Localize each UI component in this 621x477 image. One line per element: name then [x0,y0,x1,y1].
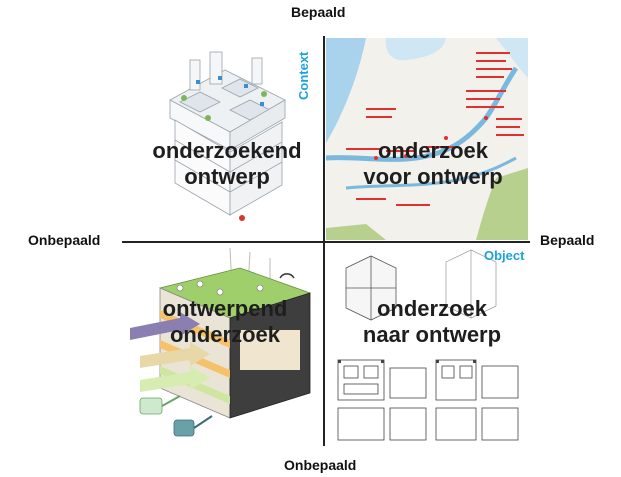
axis-label-bottom: Onbepaald [284,457,357,473]
context-tag: Context [296,51,311,100]
quadrant-title-bottom-right: onderzoek naar ontwerp [352,296,512,348]
quadrant-title-line: onderzoek [169,322,281,347]
green-building-cutaway-illustration [130,248,312,437]
quadrant-image-top-right [326,38,528,240]
quadrant-title-bottom-left: ontwerpend onderzoek [150,296,300,348]
river-map-illustration [326,38,528,240]
quadrant-title-line: onderzoekend [152,138,302,163]
quadrant-image-top-left [160,40,290,235]
axis-label-left: Onbepaald [28,232,101,248]
axis-label-top: Bepaald [291,4,346,20]
quadrant-title-line: onderzoek [376,296,488,321]
architectural-drawings-illustration [337,249,519,441]
urban-axonometric-illustration [169,51,286,221]
quadrant-title-top-right: onderzoek voor ontwerp [358,138,508,190]
quadrant-image-bottom-right [326,248,526,444]
quadrant-title-line: voor ontwerp [363,164,503,189]
red-marker-icon [239,215,245,221]
quadrant-title-line: ontwerpend [162,296,288,321]
quadrant-title-line: ontwerp [184,164,270,189]
object-tag: Object [484,248,525,263]
quadrant-title-line: onderzoek [377,138,489,163]
quadrant-title-top-left: onderzoekend ontwerp [147,138,307,190]
horizontal-axis [122,241,530,243]
wifi-icon [279,273,295,279]
vertical-axis [323,36,325,446]
quadrant-title-line: naar ontwerp [362,322,502,347]
quadrant-image-bottom-left [120,248,320,446]
axis-label-right: Bepaald [540,232,595,248]
